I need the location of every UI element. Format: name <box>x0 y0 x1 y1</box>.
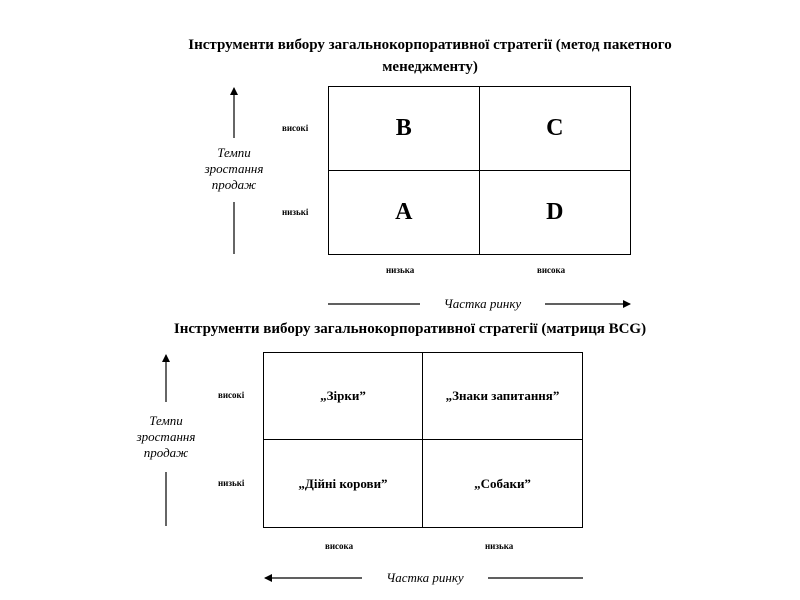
bcg-title: Інструменти вибору загальнокорпоративної… <box>173 321 647 337</box>
method-cell-bottom-left: A <box>329 170 480 254</box>
bcg-cell-dogs: „Собаки” <box>423 440 582 527</box>
bcg-cell-stars: „Зірки” <box>264 353 423 440</box>
bcg-row-label-high: високі <box>218 390 245 400</box>
method-col-label-high: висока <box>537 265 566 275</box>
bcg-col-label-high: висока <box>325 541 354 551</box>
method-title: Інструменти вибору загальнокорпоративної… <box>188 37 672 75</box>
method-cell-label-d: D <box>546 198 564 225</box>
bcg-cell-cash-cows: „Дійні корови” <box>264 440 423 527</box>
bcg-matrix: „Зірки” „Знаки запитання” „Дійні корови”… <box>263 352 583 528</box>
method-y-axis-label: Темпи зростання продаж <box>190 145 278 193</box>
bcg-cell-label-dogs: „Собаки” <box>474 475 531 491</box>
bcg-y-axis-label: Темпи зростання продаж <box>120 413 212 461</box>
method-row-label-high: високі <box>282 123 309 133</box>
bcg-col-label-low: низька <box>485 541 514 551</box>
method-cell-label-c: C <box>546 114 564 141</box>
method-cell-label-b: B <box>395 114 412 141</box>
method-cell-bottom-right: D <box>480 171 631 255</box>
method-cell-top-left: B <box>329 87 480 171</box>
method-cell-top-right: C <box>479 87 630 171</box>
method-x-axis-label: Частка ринку <box>443 296 522 311</box>
bcg-x-axis-label: Частка ринку <box>386 570 464 585</box>
bcg-cell-label-question-marks: „Знаки запитання” <box>445 388 560 403</box>
method-col-label-low: низька <box>386 265 415 275</box>
bcg-cell-label-stars: „Зірки” <box>320 388 366 403</box>
bcg-row-label-low: низькі <box>218 478 245 488</box>
bcg-cell-label-cash-cows: „Дійні корови” <box>298 475 388 491</box>
bcg-cell-question-marks: „Знаки запитання” <box>423 353 582 440</box>
bcg-y-label-line-2: зростання <box>136 429 196 444</box>
method-cell-label-a: A <box>395 198 413 225</box>
method-y-label-line-3: продаж <box>211 177 257 192</box>
method-y-label-line-1: Темпи <box>217 145 251 160</box>
bcg-y-label-line-3: продаж <box>143 445 189 460</box>
method-matrix: B C A D <box>328 86 631 255</box>
method-row-label-low: низькі <box>282 207 309 217</box>
bcg-y-label-line-1: Темпи <box>149 413 183 428</box>
method-y-label-line-2: зростання <box>204 161 264 176</box>
